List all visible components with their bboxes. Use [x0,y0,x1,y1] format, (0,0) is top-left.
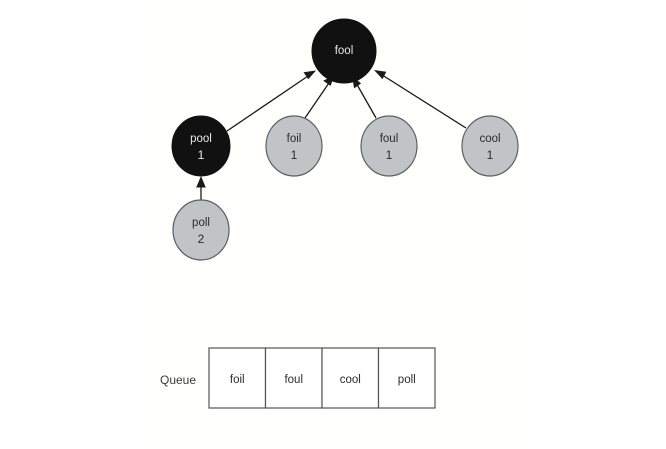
node-foul-count: 1 [386,148,393,162]
node-fool[interactable]: fool [311,18,377,84]
node-pool-count: 1 [198,148,205,162]
queue-cell-text: foil [230,374,245,386]
node-foil-count: 1 [291,148,298,162]
node-cool[interactable]: cool 1 [461,115,519,177]
node-poll-label: poll [192,217,210,229]
node-foul[interactable]: foul 1 [360,115,418,177]
node-foul-label: foul [380,133,399,145]
node-group: fool pool 1 foil 1 foul 1 cool 1 [171,18,519,261]
queue-cell-2[interactable]: cool [321,347,380,409]
queue-cell-text: cool [340,374,361,386]
edge-foil-to-fool [304,75,335,119]
node-fool-label: fool [335,45,354,57]
edge-group [196,70,467,200]
node-cool-label: cool [479,133,500,145]
queue-cell-text: foul [284,374,303,386]
node-cool-count: 1 [487,148,494,162]
edge-poll-to-pool [196,176,206,200]
queue-cell-text: poll [398,374,416,386]
node-poll-count: 2 [198,232,205,246]
queue-area: Queue foil foul cool poll [160,347,436,409]
node-pool-label: pool [190,133,212,145]
queue-cell-0[interactable]: foil [208,347,267,409]
node-pool[interactable]: pool 1 [171,115,231,177]
queue-cell-1[interactable]: foul [264,347,323,409]
queue-cell-3[interactable]: poll [377,347,436,409]
queue-label: Queue [160,373,196,387]
node-poll[interactable]: poll 2 [172,199,230,261]
node-foil[interactable]: foil 1 [265,115,323,177]
edge-foul-to-fool [352,76,377,119]
edge-cool-to-fool [374,70,467,129]
node-foil-label: foil [287,133,302,145]
edge-pool-to-fool [226,70,316,132]
